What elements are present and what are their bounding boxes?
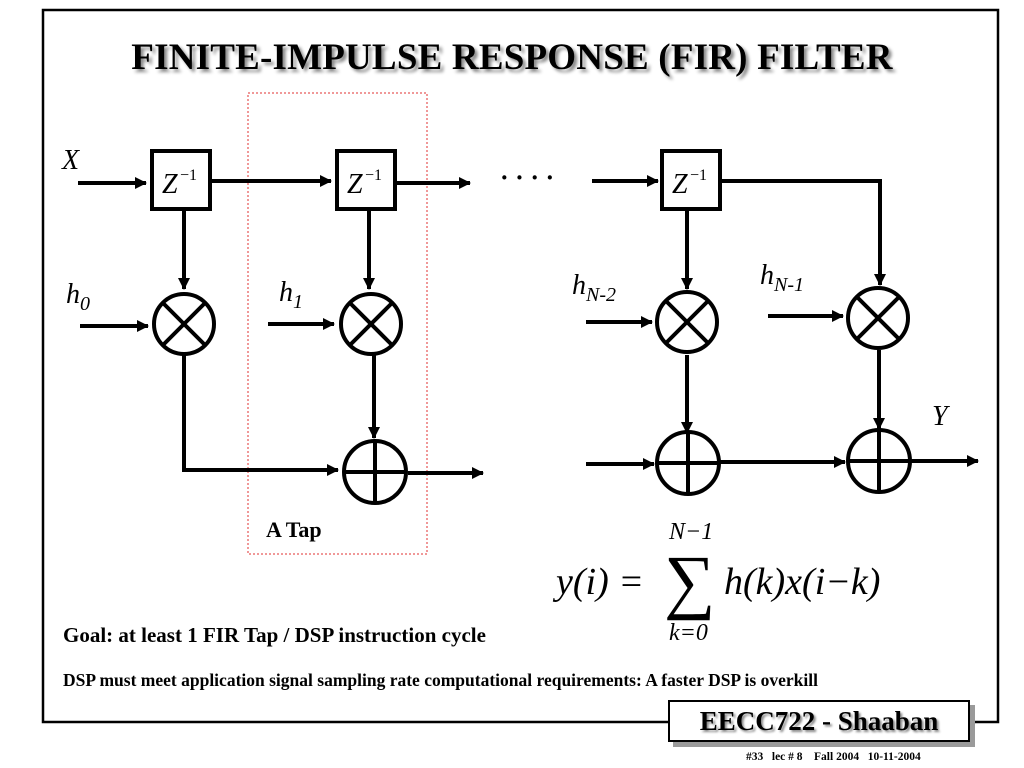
multiplier-node xyxy=(152,292,216,356)
equation-lhs: y(i) = xyxy=(552,561,644,603)
multiplier-node xyxy=(846,286,910,350)
delay-label: Z xyxy=(672,169,688,200)
slide-title: FINITE-IMPULSE RESPONSE (FIR) FILTER xyxy=(131,37,893,78)
multiplier-node xyxy=(655,290,719,354)
slide-border xyxy=(41,8,1000,724)
sigma-icon: ∑ xyxy=(664,541,715,621)
goal-text: Goal: at least 1 FIR Tap / DSP instructi… xyxy=(63,623,486,647)
course-footer-label: EECC722 - Shaaban xyxy=(699,705,939,736)
delay-exponent: −1 xyxy=(690,167,707,184)
coeff-label-h0: h0 xyxy=(66,279,90,315)
delay-block: Z −1 xyxy=(335,149,397,211)
fir-equation: y(i) = N−1 ∑ k=0 h(k)x(i−k) xyxy=(552,519,880,646)
adder-node xyxy=(655,430,721,496)
wire-delayN-right xyxy=(722,179,886,286)
delay-block: Z −1 xyxy=(660,149,722,211)
delay-exponent: −1 xyxy=(180,167,197,184)
coeff-label-h1: h1 xyxy=(279,277,303,313)
sum-upper-limit: N−1 xyxy=(668,519,713,545)
adder-node xyxy=(846,428,912,494)
equation-rhs: h(k)x(i−k) xyxy=(724,561,880,603)
delay-label: Z xyxy=(162,169,178,200)
input-label: X xyxy=(61,145,80,176)
sum-lower-limit: k=0 xyxy=(669,620,708,646)
adder-node xyxy=(342,439,408,505)
tap-label: A Tap xyxy=(266,517,322,542)
delay-block: Z −1 xyxy=(150,149,212,211)
coeff-label-hN-2: hN-2 xyxy=(572,270,616,306)
tap-highlight-box xyxy=(247,92,428,555)
delay-exponent: −1 xyxy=(365,167,382,184)
course-footer-box: EECC722 - Shaaban xyxy=(668,700,970,742)
output-label: Y xyxy=(932,401,951,432)
ellipsis: · · · · xyxy=(500,163,554,192)
signal-wires xyxy=(78,175,979,479)
wire-mult0-adder xyxy=(182,355,339,476)
coeff-label-hN-1: hN-1 xyxy=(760,260,804,296)
multiplier-node xyxy=(339,292,403,356)
delay-label: Z xyxy=(347,169,363,200)
dsp-requirement-text: DSP must meet application signal samplin… xyxy=(63,670,818,690)
slide-info: #33 lec # 8 Fall 2004 10-11-2004 xyxy=(746,751,921,763)
